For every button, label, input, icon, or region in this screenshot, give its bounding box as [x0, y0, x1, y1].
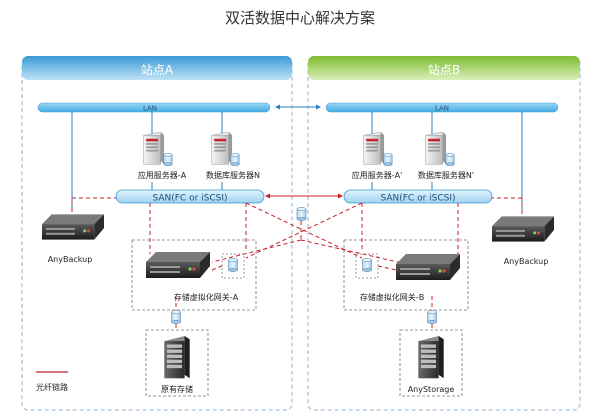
- app-server-b: 应用服务器-A': [352, 132, 403, 180]
- backup-b-label: AnyBackup: [504, 257, 549, 266]
- site-b-header: [308, 56, 580, 80]
- quorum-disk-icon: [296, 207, 307, 221]
- site-a-label: 站点A: [141, 63, 174, 77]
- gateway-b-disk-icon: [362, 258, 372, 272]
- san-bar-b: SAN(FC or iSCSI): [343, 189, 493, 204]
- storage-b-box: [399, 329, 463, 397]
- gateway-b: 存储虚拟化网关-B: [360, 254, 460, 302]
- gateway-a-box: [131, 239, 257, 311]
- lan-drops: [71, 112, 523, 214]
- db-server-a-disk-icon: [230, 153, 240, 166]
- fiber-links: [71, 197, 523, 330]
- san-b-label: SAN(FC or iSCSI): [380, 194, 455, 204]
- db-server-b-disk-icon: [445, 153, 455, 166]
- storage-b-disk-icon: [427, 310, 437, 324]
- gateway-a: 存储虚拟化网关-A: [146, 252, 239, 302]
- backup-server-b: AnyBackup: [492, 216, 554, 266]
- lan-bar-b: LAN: [325, 102, 559, 113]
- server-san-links: [151, 182, 433, 190]
- san-bar-a: SAN(FC or iSCSI): [115, 189, 265, 204]
- site-a-header: [22, 56, 292, 80]
- storage-b: AnyStorage: [408, 336, 455, 394]
- storage-a-label: 原有存储: [161, 384, 193, 394]
- site-b-label: 站点B: [428, 63, 460, 77]
- lan-a-label: LAN: [143, 105, 157, 113]
- db-server-b-label: 数据库服务器N': [418, 170, 474, 180]
- db-server-a-label: 数据库服务器N: [206, 170, 260, 180]
- diagram-title: 双活数据中心解决方案: [225, 9, 375, 27]
- storage-a: 原有存储: [161, 336, 193, 394]
- storage-b-label: AnyStorage: [408, 385, 455, 394]
- backup-server-a: AnyBackup: [42, 214, 104, 264]
- app-server-a-label: 应用服务器-A: [138, 170, 187, 180]
- gateway-a-disk-icon: [228, 258, 238, 272]
- gateway-b-box: [343, 239, 469, 311]
- legend-fiber-label: 光纤链路: [36, 382, 68, 392]
- gateway-a-label: 存储虚拟化网关-A: [174, 292, 239, 302]
- db-server-a: 数据库服务器N: [206, 132, 260, 180]
- lan-b-label: LAN: [435, 105, 449, 113]
- app-server-a-disk-icon: [163, 153, 173, 166]
- app-server-a: 应用服务器-A: [138, 132, 187, 180]
- gateway-b-label: 存储虚拟化网关-B: [360, 292, 424, 302]
- san-a-label: SAN(FC or iSCSI): [152, 194, 227, 204]
- app-server-b-label: 应用服务器-A': [352, 170, 403, 180]
- app-server-b-disk-icon: [383, 153, 393, 166]
- db-server-b: 数据库服务器N': [418, 132, 474, 180]
- storage-a-disk-icon: [171, 310, 181, 324]
- backup-a-label: AnyBackup: [48, 255, 93, 264]
- legend: 光纤链路: [36, 371, 68, 392]
- storage-a-box: [145, 329, 209, 397]
- lan-bar-a: LAN: [37, 102, 271, 113]
